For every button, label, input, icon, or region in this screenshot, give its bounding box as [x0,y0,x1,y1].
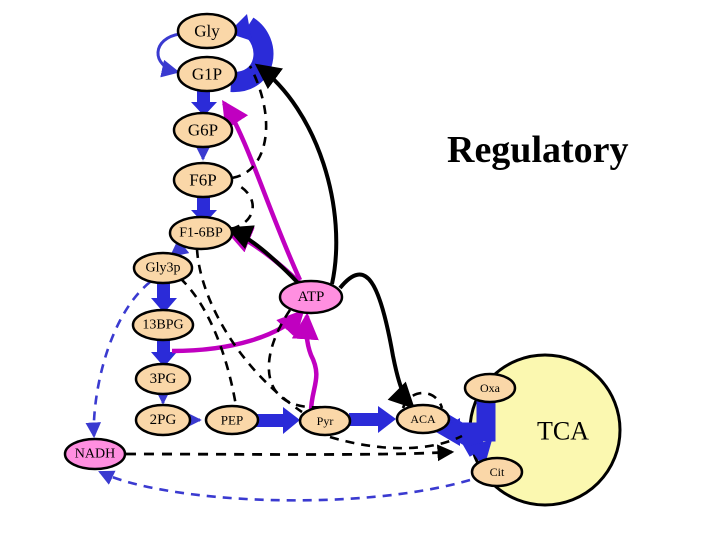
node-label-f6p: F6P [189,171,216,190]
thick-arrow-pep-pyr [256,407,300,434]
node-cit[interactable]: Cit [470,456,524,488]
dashed-gly3p-to-pep [179,277,238,407]
dashed-f16bp-to-f6p [230,182,254,231]
node-label-f16bp: F1-6BP [179,226,223,241]
dashed-atp-to-pyr [267,309,325,409]
node-2pg[interactable]: 2PG [134,403,192,437]
node-label-3pg: 3PG [150,371,177,387]
activation-pep-to-atp [291,312,319,413]
thick-arrow-pyr-aca [349,406,396,433]
node-pep[interactable]: PEP [204,404,260,436]
node-nadh[interactable]: NADH [63,437,127,471]
node-group: Gly G1P G6P F6P F1-6BP Gly3p [63,12,524,488]
inhibition-aca-to-atp [338,272,415,409]
node-label-atp: ATP [298,289,325,305]
thick-arrow-gly3p-13bpg [151,282,177,313]
activation-atp-to-g1p [222,99,303,281]
thick-arrow-g1p-g6p [191,88,217,116]
thick-arrow-13bpg-3pg [151,338,177,367]
dashed-nadh-to-cit [125,444,455,462]
node-gly3p[interactable]: Gly3p [132,251,194,285]
dashed-blue-cit-to-nadh [98,470,471,502]
page-title: Regulatory [447,129,629,171]
dashed-blue-gly3p-to-nadh [85,280,151,439]
dashed-f6p-to-g1p [231,65,268,180]
node-label-gly3p: Gly3p [146,261,181,276]
dashed-pyr-to-aca-loop [401,391,444,409]
tca-label: TCA [537,417,589,446]
dashed-f16bp-to-pyr [195,248,303,414]
inhibition-atp-to-gly [254,63,339,285]
node-3pg[interactable]: 3PG [134,362,192,396]
node-f16bp[interactable]: F1-6BP [168,215,234,251]
node-label-2pg: 2PG [150,412,177,428]
node-pyr[interactable]: Pyr [298,405,352,437]
node-g6p[interactable]: G6P [172,111,234,149]
node-atp[interactable]: ATP [278,279,344,315]
node-13bpg[interactable]: 13BPG [131,308,195,342]
node-g1p[interactable]: G1P [176,55,238,93]
node-label-oxa: Oxa [480,381,501,395]
inhibition-atp-to-f16bp [226,225,302,287]
node-label-aca: ACA [410,412,436,426]
node-f6p[interactable]: F6P [172,161,234,199]
thin-arrow-gly-g1p [156,32,181,78]
thick-arrow-oxa-tca [436,400,496,446]
node-label-nadh: NADH [75,447,115,462]
node-label-pyr: Pyr [317,414,334,428]
node-label-g6p: G6P [188,121,218,140]
node-gly[interactable]: Gly [176,12,238,50]
node-label-pep: PEP [221,413,243,428]
node-label-g1p: G1P [192,65,222,84]
node-aca[interactable]: ACA [395,403,451,435]
dashed-pyrarea-to-right [329,434,463,450]
node-label-13bpg: 13BPG [142,318,183,333]
node-label-cit: Cit [490,465,505,479]
node-oxa[interactable]: Oxa [463,372,517,404]
node-label-gly: Gly [194,22,220,41]
